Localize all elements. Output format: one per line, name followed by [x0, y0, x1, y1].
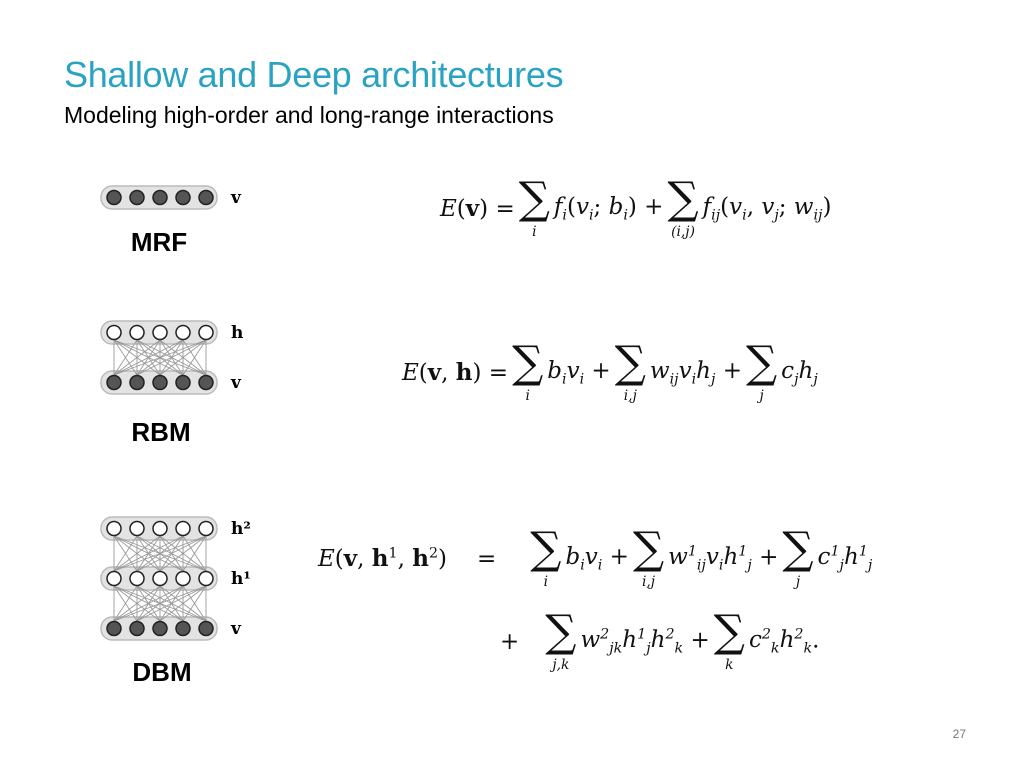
- rbm-sum3-limit: j: [759, 387, 764, 404]
- dbm-sum4-limit: j,k: [552, 656, 570, 673]
- rbm-sum2-limit: i,j: [623, 387, 637, 404]
- dbm-visible-units: [106, 620, 214, 637]
- dbm-equation-line2: + ∑j,k w2jkh1jh2k + ∑k c2kh2k.: [500, 606, 820, 673]
- rbm-label: RBM: [131, 417, 191, 447]
- dbm-label: DBM: [132, 657, 192, 687]
- dbm-equals: =: [477, 545, 497, 572]
- rbm-sum1-limit: i: [525, 387, 530, 404]
- dbm-layer-label-h2: h²: [231, 519, 251, 539]
- dbm-plus: +: [500, 628, 520, 655]
- dbm-hidden1-units: [106, 570, 214, 587]
- page-number: 27: [952, 727, 966, 741]
- mrf-sum1-limit: i: [532, 223, 537, 240]
- rbm-equation: E(v, h) = ∑i bivi + ∑i,j wijvihj + ∑j cj…: [402, 337, 818, 404]
- mrf-diagram: v: [100, 185, 242, 210]
- dbm-sum3-limit: j: [795, 573, 801, 590]
- dbm-diagram: h² h¹ v: [100, 516, 251, 641]
- slide-subtitle: Modeling high-order and long-range inter…: [64, 102, 554, 128]
- dbm-layer-label-v: v: [230, 619, 242, 639]
- dbm-layer-label-h1: h¹: [231, 569, 251, 589]
- dbm-hidden2-units: [106, 520, 214, 537]
- mrf-layer-label-v: v: [230, 188, 242, 208]
- mrf-sum2-limit: (i,j): [671, 223, 695, 240]
- mrf-visible-units: [106, 189, 214, 206]
- rbm-layer-label-h: h: [231, 323, 243, 343]
- rbm-hidden-units: [106, 324, 214, 341]
- rbm-visible-units: [106, 374, 214, 391]
- mrf-label: MRF: [130, 227, 188, 257]
- rbm-diagram: h v: [100, 320, 243, 395]
- slide-title: Shallow and Deep architectures: [64, 54, 564, 95]
- rbm-layer-label-v: v: [230, 373, 242, 393]
- dbm-equation-lhs: E(v, h1, h2): [318, 545, 448, 573]
- dbm-sum5-limit: k: [725, 656, 734, 673]
- dbm-sum2-limit: i,j: [641, 573, 656, 590]
- mrf-equation: E(v) = ∑i fi(vi; bi) + ∑(i,j) fij(vi, vj…: [440, 173, 832, 240]
- dbm-sum1-limit: i: [543, 573, 549, 590]
- dbm-equation-line1: E(v, h1, h2) = ∑i bivi + ∑i,j w1ijvih1j …: [318, 523, 873, 590]
